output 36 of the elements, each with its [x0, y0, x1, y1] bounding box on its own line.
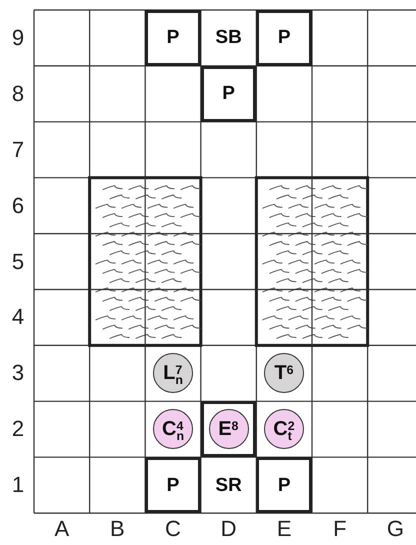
- token-circle: [153, 409, 193, 450]
- column-letter: D: [220, 518, 238, 540]
- token-label: E$^{8}$: [218, 419, 239, 440]
- token-circle: [153, 353, 193, 394]
- cell-label: SB: [215, 28, 242, 48]
- row-number: 5: [10, 250, 26, 273]
- cell-label: P: [166, 476, 180, 495]
- cell-label: P: [278, 28, 291, 48]
- square-frame: [256, 457, 312, 514]
- row-number: 4: [10, 306, 26, 328]
- column-letter: C: [164, 518, 182, 540]
- row-number: 8: [10, 82, 26, 105]
- column-letter: F: [332, 518, 348, 540]
- token-circle: [264, 353, 304, 394]
- row-number: 6: [10, 194, 26, 217]
- column-letter: A: [53, 518, 70, 540]
- row-number: 3: [10, 362, 26, 384]
- cell-label: SR: [215, 476, 242, 495]
- square-frame: [256, 10, 312, 66]
- token-circle: [264, 409, 304, 450]
- row-number: 9: [10, 26, 26, 49]
- square-frame: [200, 66, 256, 122]
- token-label: T$^{6}$: [274, 363, 294, 384]
- square-frame: [145, 457, 201, 514]
- row-number: 2: [10, 418, 26, 440]
- column-letter: E: [276, 518, 293, 540]
- cell-label: P: [222, 84, 235, 104]
- square-frame: [200, 401, 256, 458]
- column-letter: B: [109, 518, 126, 540]
- cell-label: P: [166, 28, 180, 48]
- row-number: 7: [10, 138, 26, 161]
- column-letter: G: [386, 518, 405, 540]
- token-circle: [208, 409, 249, 450]
- square-frame: [145, 10, 201, 66]
- cell-label: P: [278, 476, 291, 495]
- row-number: 1: [10, 474, 26, 496]
